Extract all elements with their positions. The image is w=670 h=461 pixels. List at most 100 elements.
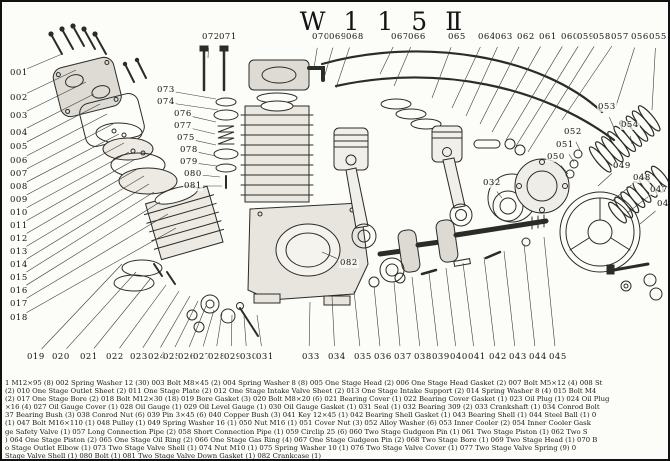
bolt-cluster: [48, 23, 147, 83]
callout-040: 040: [449, 352, 469, 362]
parts-list-line: (1) 047 Bolt M16×110 (1) 048 Pulley (1) …: [5, 419, 591, 428]
valve-assembly-stack: [213, 97, 239, 189]
callout-038: 038: [413, 352, 433, 362]
callout-054: 054: [620, 120, 640, 130]
callout-022: 022: [105, 352, 125, 362]
valve-plate-stack: [95, 122, 178, 195]
callout-076: 076: [173, 109, 193, 119]
callout-079: 079: [179, 157, 199, 167]
callout-045: 045: [548, 352, 568, 362]
parts-list-line: 1 M12×95 (8) 002 Spring Washer 12 (30) 0…: [5, 379, 603, 387]
callout-002: 002: [9, 93, 29, 103]
callout-069: 069: [328, 32, 348, 42]
callout-072: 072: [201, 32, 221, 42]
one-stage-head: [52, 56, 122, 118]
two-stage-cylinder: [240, 100, 314, 203]
parts-list-line: ×16 (4) 027 Oil Gauge Cover (1) 028 Oil …: [5, 403, 600, 412]
callout-070: 070: [311, 32, 331, 42]
callout-065: 065: [447, 32, 467, 42]
callout-063: 063: [494, 32, 514, 42]
callout-080: 080: [183, 169, 203, 179]
callout-067: 067: [390, 32, 410, 42]
callout-039: 039: [431, 352, 451, 362]
callout-035: 035: [353, 352, 373, 362]
callout-057: 057: [610, 32, 630, 42]
callout-014: 014: [9, 260, 29, 270]
bore-gaskets: [113, 259, 176, 292]
two-stage-piston-assembly: [333, 127, 377, 249]
callout-049: 049: [612, 161, 632, 171]
parts-list-line: Stage Valve Shell (1) 080 Bolt (1) 081 T…: [5, 451, 322, 460]
cover-nuts-washers: [565, 149, 583, 179]
parts-list-line: (2) 017 One Stage Bore (2) 018 Bolt M12×…: [5, 395, 610, 404]
oil-gauge-parts: [186, 294, 259, 337]
callout-056: 056: [630, 32, 650, 42]
crankcase: [247, 202, 369, 306]
page-title: W115Ⅱ: [299, 7, 481, 36]
callout-073: 073: [156, 85, 176, 95]
callout-031: 031: [255, 352, 275, 362]
callout-010: 010: [9, 208, 29, 218]
callout-050: 050: [546, 152, 566, 162]
callout-082: 082: [339, 258, 359, 268]
callout-062: 062: [516, 32, 536, 42]
callout-021: 021: [79, 352, 99, 362]
parts-list-line: o Stage Outlet Elbow (1) 073 Two Stage V…: [5, 443, 577, 452]
connection-pipes: [320, 50, 616, 142]
callout-068: 068: [345, 32, 365, 42]
callout-024: 024: [147, 352, 167, 362]
callout-007: 007: [9, 169, 29, 179]
callout-033: 033: [301, 352, 321, 362]
misc-fasteners: [199, 45, 531, 288]
one-stage-piston-assembly: [431, 125, 526, 227]
crankshaft: [377, 214, 549, 273]
callout-061: 061: [538, 32, 558, 42]
callout-008: 008: [9, 182, 29, 192]
callout-043: 043: [508, 352, 528, 362]
callout-066: 066: [407, 32, 427, 42]
callout-048: 048: [632, 173, 652, 183]
parts-list-line: ) 064 One Stage Piston (2) 065 One Stage…: [5, 435, 598, 444]
callout-027: 027: [192, 352, 212, 362]
callout-029: 029: [223, 352, 243, 362]
callout-037: 037: [393, 352, 413, 362]
callout-081: 081: [183, 181, 203, 191]
callout-016: 016: [9, 286, 29, 296]
callout-032: 032: [482, 178, 502, 188]
callout-058: 058: [592, 32, 612, 42]
callout-028: 028: [207, 352, 227, 362]
callout-001: 001: [9, 68, 29, 78]
leader-lines: [26, 45, 656, 350]
callout-020: 020: [51, 352, 71, 362]
callout-013: 013: [9, 247, 29, 257]
callout-053: 053: [597, 102, 617, 112]
callout-011: 011: [9, 221, 29, 231]
callout-018: 018: [9, 313, 29, 323]
callout-074: 074: [156, 97, 176, 107]
parts-list-line: 37 Bearing Bush (3) 038 Conrod Nut (6) 0…: [5, 411, 597, 420]
callout-006: 006: [9, 156, 29, 166]
callout-047: 047: [649, 185, 668, 195]
callout-055: 055: [648, 32, 668, 42]
callout-046: 046: [656, 200, 668, 209]
callout-042: 042: [488, 352, 508, 362]
bearing-shell: [487, 158, 570, 223]
callout-052: 052: [563, 127, 583, 137]
callout-036: 036: [373, 352, 393, 362]
callout-051: 051: [555, 140, 575, 150]
callout-009: 009: [9, 195, 29, 205]
piston-rings: [380, 98, 442, 130]
pulley: [559, 191, 641, 273]
callout-023: 023: [129, 352, 149, 362]
callout-075: 075: [176, 133, 196, 143]
parts-list-line: ge Safety Valve (1) 057 Long Connection …: [5, 427, 588, 436]
callout-059: 059: [576, 32, 596, 42]
two-stage-head: [248, 59, 325, 104]
parts-list: 1 M12×95 (8) 002 Spring Washer 12 (30) 0…: [5, 379, 666, 460]
callout-017: 017: [9, 299, 29, 309]
callout-041: 041: [467, 352, 487, 362]
callout-060: 060: [560, 32, 580, 42]
